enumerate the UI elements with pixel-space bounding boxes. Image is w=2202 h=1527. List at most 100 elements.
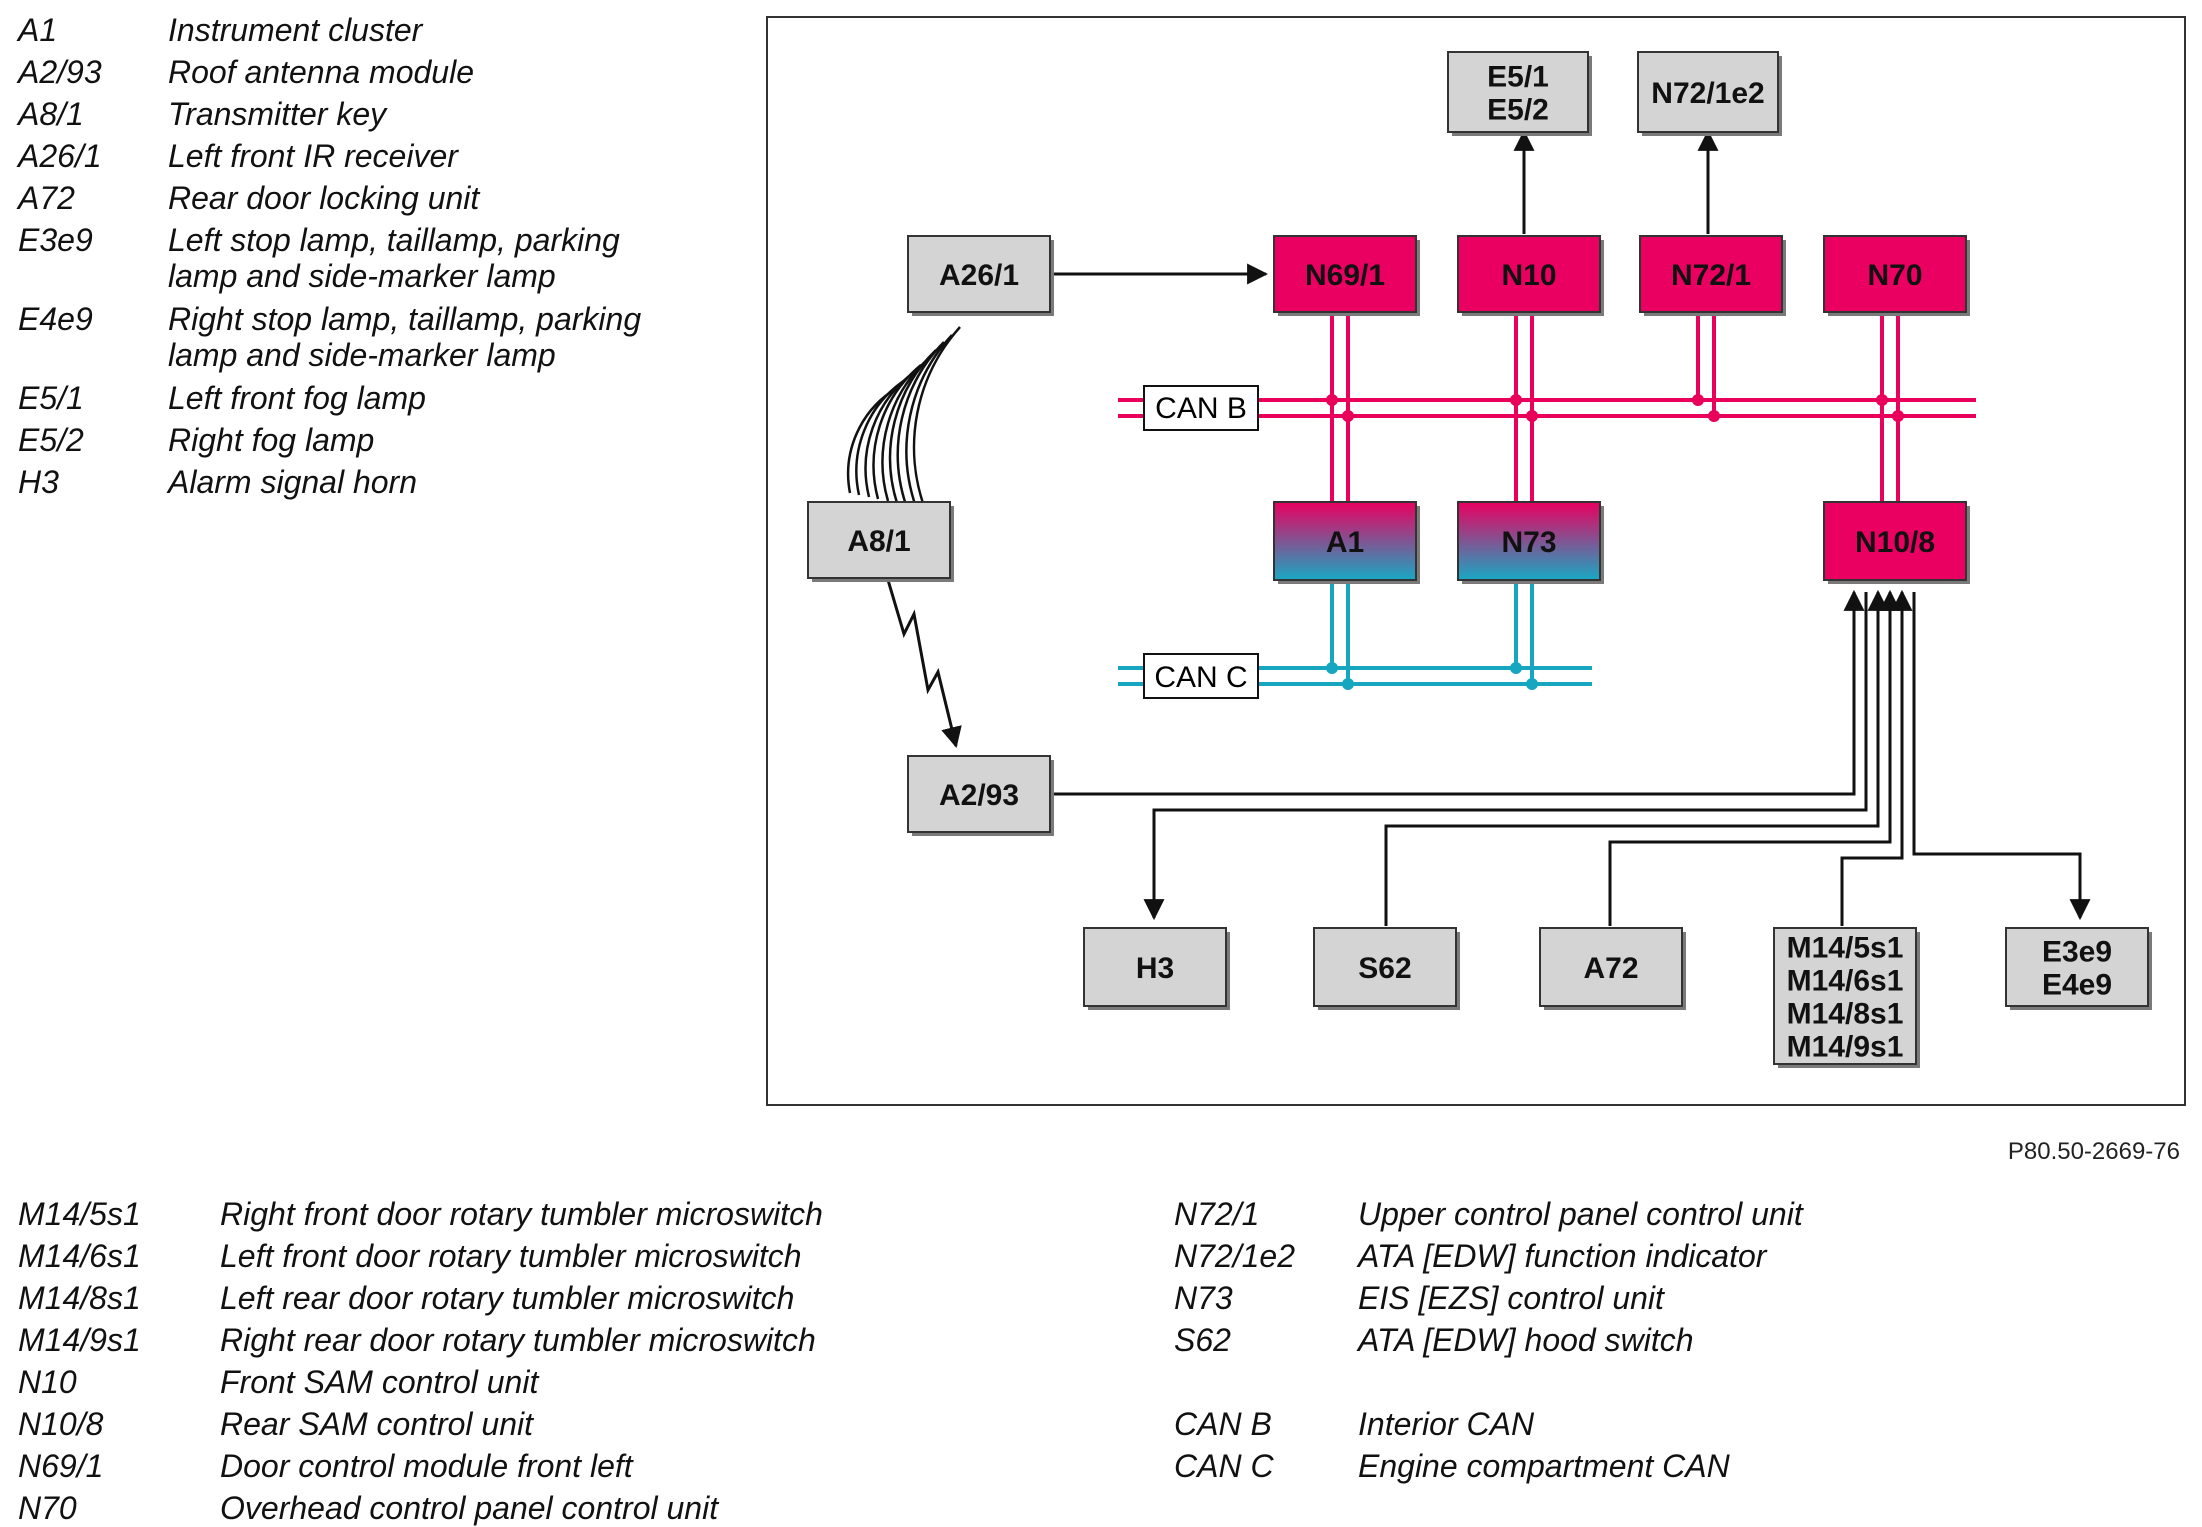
- can-c-junctions: [1326, 662, 1538, 690]
- box-label: M14/5s1: [1787, 932, 1904, 965]
- legend-description: Door control module front left: [220, 1448, 633, 1484]
- box-label: A1: [1326, 526, 1364, 559]
- wire-n108-h3: [1143, 592, 1868, 921]
- box-h3: H3: [1083, 927, 1230, 1010]
- box-n72-1e2: N72/1e2: [1637, 51, 1782, 136]
- ir-signal-icon: [846, 326, 961, 510]
- box-s62: S62: [1313, 927, 1460, 1010]
- legend-code: A26/1: [18, 138, 102, 174]
- box-a1: A1: [1273, 501, 1420, 584]
- box-a72: A72: [1539, 927, 1686, 1010]
- box-label: A72: [1583, 952, 1638, 985]
- box-label: A8/1: [847, 525, 910, 558]
- svg-text:CAN C: CAN C: [1154, 661, 1247, 694]
- box-label: E5/1: [1487, 61, 1549, 94]
- legend-code: N72/1e2: [1174, 1238, 1295, 1274]
- legend-code: H3: [18, 464, 59, 500]
- box-label: A2/93: [939, 779, 1019, 812]
- box-label: E4e9: [2042, 969, 2112, 1002]
- legend-code: M14/9s1: [18, 1322, 141, 1358]
- can-b-junctions: [1326, 394, 1904, 422]
- can-c-stubs: [1330, 582, 1534, 684]
- legend-code: N73: [1174, 1280, 1233, 1316]
- legend-code: M14/6s1: [18, 1238, 141, 1274]
- legend-code: A1: [18, 12, 58, 48]
- legend-description: Left front IR receiver: [168, 138, 458, 174]
- box-label: N70: [1867, 259, 1922, 292]
- box-label: M14/8s1: [1787, 998, 1904, 1031]
- box-label: N10: [1501, 259, 1556, 292]
- legend-description: Alarm signal horn: [168, 464, 417, 500]
- reference-number: P80.50-2669-76: [2007, 1138, 2180, 1165]
- box-label: M14/9s1: [1787, 1031, 1904, 1064]
- box-n73: N73: [1457, 501, 1604, 584]
- wire-a72-n108: [1608, 589, 1901, 926]
- can-b-label: CAN B: [1143, 385, 1259, 431]
- legend-description: Rear SAM control unit: [220, 1406, 534, 1442]
- box-label: H3: [1136, 952, 1174, 985]
- radio-signal-icon: [886, 579, 962, 749]
- box-label: E5/2: [1487, 94, 1549, 127]
- can-c-label: CAN C: [1143, 653, 1259, 699]
- box-n69-1: N69/1: [1273, 235, 1420, 316]
- wiring: [1052, 129, 2091, 926]
- legend-description: Right fog lamp: [168, 422, 375, 458]
- wire-m14-n108: [1840, 589, 1913, 926]
- legend-description: Left rear door rotary tumbler microswitc…: [220, 1280, 795, 1316]
- legend-code: N70: [18, 1490, 77, 1526]
- can-b-stubs: [1330, 314, 1900, 502]
- legend-code: CAN B: [1174, 1406, 1272, 1442]
- wire-a293-n108: [1052, 589, 1865, 796]
- legend-code: A8/1: [18, 96, 84, 132]
- legend-code: E5/2: [18, 422, 84, 458]
- legend-code: E4e9: [18, 301, 93, 337]
- legend-description: lamp and side-marker lamp: [168, 258, 556, 294]
- box-label: E3e9: [2042, 936, 2112, 969]
- legend-description: Right rear door rotary tumbler microswit…: [220, 1322, 816, 1358]
- legend-code: N10/8: [18, 1406, 104, 1442]
- box-a26-1: A26/1: [907, 235, 1054, 316]
- legend-code: N10: [18, 1364, 77, 1400]
- legend-description: Rear door locking unit: [168, 180, 480, 216]
- wire-n108-e3: [1912, 592, 2091, 921]
- legend-description: Instrument cluster: [168, 12, 423, 48]
- box-label: N69/1: [1305, 259, 1385, 292]
- legend-description: Engine compartment CAN: [1358, 1448, 1730, 1484]
- legend-code: M14/5s1: [18, 1196, 141, 1232]
- legend-description: ATA [EDW] hood switch: [1358, 1322, 1694, 1358]
- legend-code: N72/1: [1174, 1196, 1260, 1232]
- box-label: N73: [1501, 526, 1556, 559]
- legend-code: S62: [1174, 1322, 1231, 1358]
- legend-description: Right front door rotary tumbler microswi…: [220, 1196, 823, 1232]
- box-n10: N10: [1457, 235, 1604, 316]
- legend-description: Right stop lamp, taillamp, parking: [168, 301, 642, 337]
- legend-description: Roof antenna module: [168, 54, 474, 90]
- box-n70: N70: [1823, 235, 1970, 316]
- svg-text:CAN B: CAN B: [1155, 392, 1247, 425]
- box-label: N72/1: [1671, 259, 1751, 292]
- legend-code: N69/1: [18, 1448, 104, 1484]
- box-e5-1-e5-2: E5/1E5/2: [1447, 51, 1592, 136]
- can-b-bus: [1118, 398, 1976, 418]
- legend-description: Overhead control panel control unit: [220, 1490, 719, 1526]
- legend-code: E5/1: [18, 380, 84, 416]
- box-n10-8: N10/8: [1823, 501, 1970, 584]
- legend-description: lamp and side-marker lamp: [168, 337, 556, 373]
- box-label: N10/8: [1855, 526, 1935, 559]
- legend-description: Interior CAN: [1358, 1406, 1535, 1442]
- box-label: N72/1e2: [1651, 77, 1764, 110]
- legend-code: CAN C: [1174, 1448, 1274, 1484]
- box-a2-93: A2/93: [907, 755, 1054, 836]
- legend-code: A72: [18, 180, 75, 216]
- legend-description: Upper control panel control unit: [1358, 1196, 1803, 1232]
- wire-s62-n108: [1384, 589, 1889, 926]
- box-label: A26/1: [939, 259, 1019, 292]
- legend-description: EIS [EZS] control unit: [1358, 1280, 1664, 1316]
- legend-description: ATA [EDW] function indicator: [1358, 1238, 1767, 1274]
- legend-description: Transmitter key: [168, 96, 387, 132]
- box-a8-1: A8/1: [807, 501, 954, 582]
- box-label: S62: [1358, 952, 1411, 985]
- legend-code: E3e9: [18, 222, 93, 258]
